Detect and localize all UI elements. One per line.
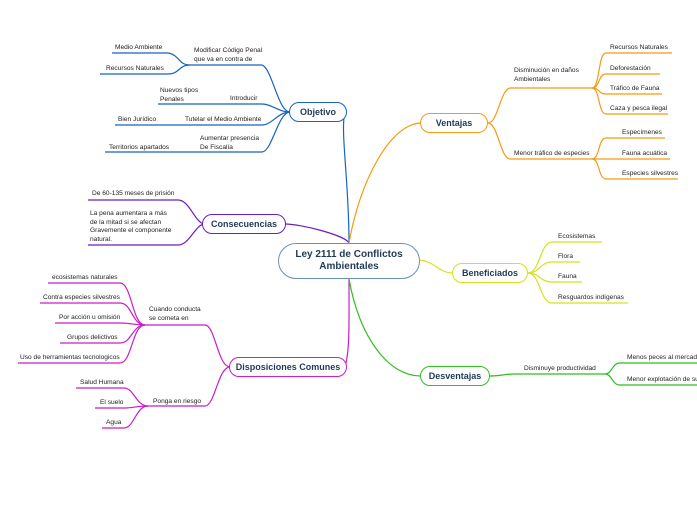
node-peces[interactable]: Menos peces al mercado <box>627 354 697 361</box>
node-resguardos[interactable]: Resguardos indígenas <box>558 294 624 301</box>
node-pena[interactable]: La pena aumentara a más de la mitad si s… <box>90 210 172 243</box>
node-recursos-v[interactable]: Recursos Naturales <box>610 44 668 51</box>
node-grupos[interactable]: Grupos delictivos <box>67 334 118 341</box>
central-topic-line1: Ley 2111 de Conflictos <box>295 249 403 260</box>
node-flora[interactable]: Flora <box>558 253 574 260</box>
node-aumentar[interactable]: Aumentar presencia De Fiscalía <box>200 135 260 151</box>
node-bien-juridico[interactable]: Bien Jurídico <box>118 116 157 123</box>
node-trafico-fauna[interactable]: Tráfico de Fauna <box>610 85 660 92</box>
node-disminucion[interactable]: Disminución en daños Ambientales <box>514 67 579 83</box>
node-modificar[interactable]: Modificar Código Penal que va en contra … <box>194 47 263 63</box>
node-nuevos-tipos[interactable]: Nuevos tipos Penales <box>160 87 199 103</box>
node-territorios[interactable]: Territorios apartados <box>109 144 170 151</box>
node-explotacion[interactable]: Menor explotación de suelos <box>627 376 697 383</box>
node-accion[interactable]: Por acción u omisión <box>59 314 121 321</box>
node-meses[interactable]: De 60-135 meses de prisión <box>92 190 175 197</box>
node-especies-silvestres[interactable]: Contra especies silvestres <box>43 294 120 301</box>
branch-consecuencias[interactable]: Consecuencias <box>202 214 286 234</box>
node-riesgo[interactable]: Ponga en riesgo <box>153 398 202 405</box>
node-agua[interactable]: Agua <box>106 419 122 426</box>
node-cuando[interactable]: Cuando conducta se cometa en <box>149 306 201 322</box>
node-ecosistemas-naturales[interactable]: ecosistemas naturales <box>52 274 118 281</box>
node-deforestacion[interactable]: Deforestación <box>610 65 651 72</box>
central-topic-line2: Ambientales <box>319 261 379 272</box>
desventajas-connectors <box>348 278 697 386</box>
ventajas-connectors <box>348 52 678 244</box>
node-especimenes[interactable]: Especímenes <box>622 129 662 136</box>
node-suelo[interactable]: El suelo <box>100 399 124 406</box>
node-introducir[interactable]: Introducir <box>230 95 258 102</box>
node-ecosistemas[interactable]: Ecosistemas <box>558 233 596 240</box>
branch-beneficiados[interactable]: Beneficiados <box>452 263 528 283</box>
node-herramientas[interactable]: Uso de herramientas tecnologicos <box>20 354 120 361</box>
branch-disposiciones[interactable]: Disposiciones Comunes <box>229 357 347 377</box>
branch-desventajas[interactable]: Desventajas <box>420 366 490 386</box>
central-topic[interactable]: Ley 2111 de Conflictos Ambientales <box>278 243 420 279</box>
branch-ventajas[interactable]: Ventajas <box>420 113 488 133</box>
disposiciones-connectors <box>18 278 350 429</box>
node-disminuye[interactable]: Disminuye productividad <box>524 365 596 372</box>
branch-objetivo[interactable]: Objetivo <box>289 102 347 122</box>
node-medio-ambiente[interactable]: Medio Ambiente <box>115 44 163 51</box>
node-menor-trafico[interactable]: Menor tráfico de especies <box>514 150 590 157</box>
beneficiados-connectors <box>419 241 628 304</box>
node-especies-silvestres-v[interactable]: Especies silvestres <box>622 170 679 177</box>
node-salud[interactable]: Salud Humana <box>80 379 124 386</box>
node-caza[interactable]: Caza y pesca ilegal <box>610 105 668 112</box>
node-tutelar[interactable]: Tutelar el Medio Ambiente <box>185 116 262 123</box>
node-recursos-naturales[interactable]: Recursos Naturales <box>106 65 164 72</box>
objetivo-connectors <box>100 52 350 244</box>
node-fauna[interactable]: Fauna <box>558 273 577 280</box>
node-fauna-acuatica[interactable]: Fauna acuática <box>622 150 668 157</box>
